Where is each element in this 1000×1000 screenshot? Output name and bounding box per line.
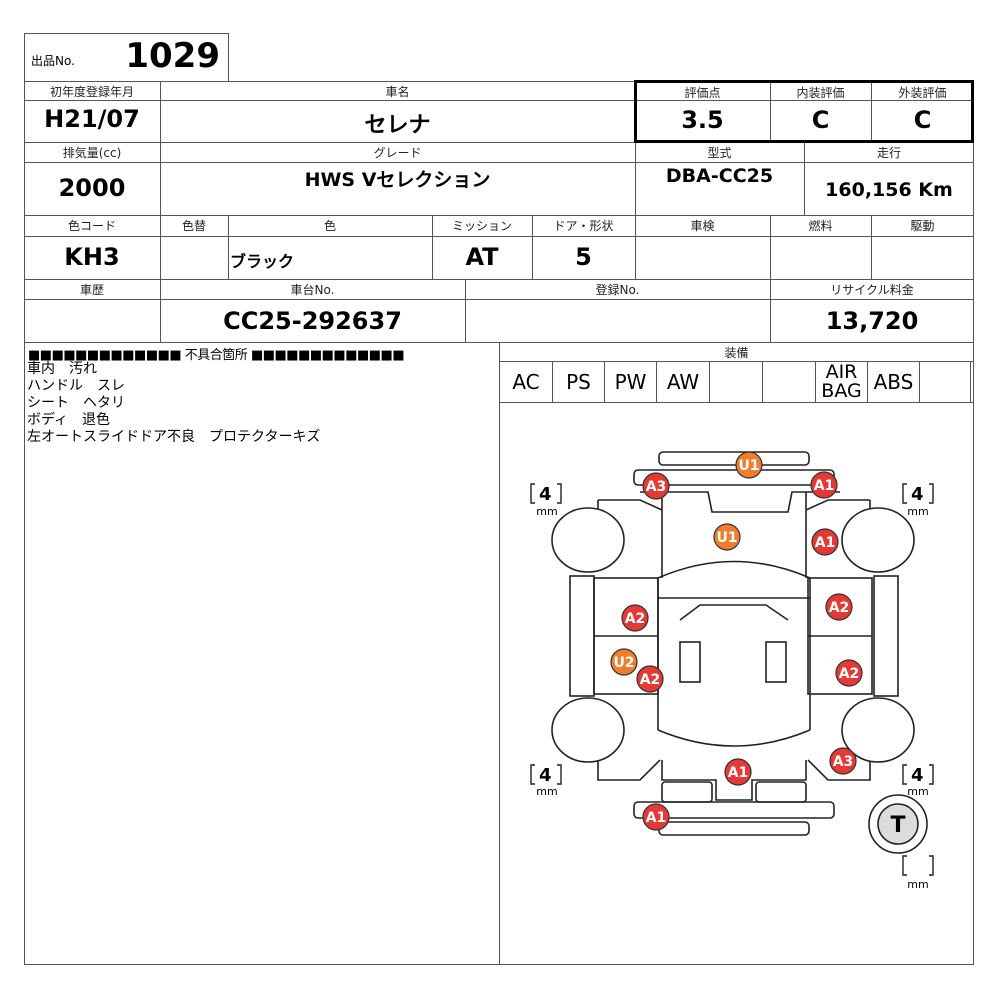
chassis-label: 車台No. bbox=[290, 283, 335, 297]
equipment-aw: AW bbox=[656, 361, 709, 402]
drive-label: 駆動 bbox=[910, 219, 935, 233]
recycle-value: 13,720 bbox=[825, 307, 919, 335]
equipment-pw: PW bbox=[604, 361, 656, 402]
interior-label: 内装評価 bbox=[796, 86, 845, 100]
mission-value: AT bbox=[465, 243, 499, 271]
equipment-ac: AC bbox=[499, 361, 552, 402]
grid-line bbox=[24, 142, 974, 143]
model-value: DBA-CC25 bbox=[665, 165, 774, 187]
fuel-label: 燃料 bbox=[808, 219, 833, 233]
equipment-airbag: AIR BAG bbox=[815, 361, 867, 402]
equipment-empty bbox=[762, 361, 815, 402]
car-name-value: セレナ bbox=[364, 113, 431, 138]
grid-line bbox=[160, 81, 161, 342]
equipment-ps: PS bbox=[552, 361, 604, 402]
grid-line bbox=[499, 342, 500, 965]
defect-line: ボディ 退色 bbox=[27, 412, 111, 428]
color-value: ブラック bbox=[230, 252, 295, 271]
grid-line bbox=[24, 299, 974, 300]
equipment-empty bbox=[709, 361, 762, 402]
mileage-value: 160,156 Km bbox=[825, 179, 953, 201]
score-label: 評価点 bbox=[684, 86, 721, 100]
grid-line bbox=[24, 236, 974, 237]
evaluation-box bbox=[634, 80, 974, 143]
model-label: 型式 bbox=[707, 146, 732, 160]
history-label: 車歴 bbox=[79, 283, 104, 297]
grid-line bbox=[499, 361, 974, 362]
equipment-empty bbox=[919, 361, 971, 402]
grade-label: グレード bbox=[373, 146, 422, 160]
lot-label: 出品No. bbox=[31, 54, 75, 68]
color-code-value: KH3 bbox=[64, 243, 120, 271]
displacement-value: 2000 bbox=[58, 174, 126, 202]
repaint-label: 色替 bbox=[181, 219, 206, 233]
inspection-label: 車検 bbox=[690, 219, 715, 233]
grid-line bbox=[24, 162, 974, 163]
car-name-label: 車名 bbox=[385, 85, 410, 99]
defect-line: 車内 汚れ bbox=[27, 361, 97, 377]
defects-header: ■■■■■■■■■■■■■ 不具合箇所 ■■■■■■■■■■■■■ bbox=[28, 348, 405, 363]
grid-line bbox=[24, 279, 974, 280]
chassis-value: CC25-292637 bbox=[223, 307, 402, 335]
equipment-abs: ABS bbox=[867, 361, 919, 402]
door-value: 5 bbox=[575, 243, 592, 271]
grid-line bbox=[871, 215, 872, 279]
exterior-label: 外装評価 bbox=[898, 86, 947, 100]
grid-line bbox=[465, 279, 466, 342]
grid-line bbox=[871, 81, 872, 142]
lot-box: 出品No. 1029 bbox=[24, 33, 229, 82]
defects-list: 車内 汚れ ハンドル スレ シート ヘタリ ボディ 退色 左オートスライドドア不… bbox=[27, 361, 320, 446]
grid-line bbox=[24, 215, 974, 216]
first-reg-value: H21/07 bbox=[44, 105, 140, 133]
exterior-value: C bbox=[913, 106, 932, 134]
first-reg-label: 初年度登録年月 bbox=[49, 85, 134, 99]
mileage-label: 走行 bbox=[876, 146, 901, 160]
grid-line bbox=[228, 215, 229, 279]
grid-line bbox=[532, 215, 533, 279]
color-code-label: 色コード bbox=[67, 219, 116, 233]
grid-line bbox=[432, 215, 433, 279]
mission-label: ミッション bbox=[451, 219, 512, 233]
color-label: 色 bbox=[323, 219, 336, 233]
reg-label: 登録No. bbox=[595, 283, 640, 297]
grid-line bbox=[770, 81, 771, 142]
equipment-header: 装備 bbox=[724, 346, 749, 360]
recycle-label: リサイクル料金 bbox=[830, 283, 914, 297]
grid-line bbox=[804, 142, 805, 215]
displacement-label: 排気量(cc) bbox=[62, 146, 122, 160]
lot-number: 1029 bbox=[125, 36, 220, 76]
grade-value: HWS Vセレクション bbox=[304, 169, 491, 191]
defect-line: ハンドル スレ bbox=[27, 378, 125, 394]
defect-line: シート ヘタリ bbox=[27, 395, 125, 411]
grid-line bbox=[499, 402, 974, 403]
door-label: ドア・形状 bbox=[553, 219, 614, 233]
score-value: 3.5 bbox=[681, 106, 724, 134]
grid-line bbox=[770, 215, 771, 342]
grid-line bbox=[24, 100, 974, 101]
grid-line bbox=[635, 81, 636, 279]
interior-value: C bbox=[811, 106, 830, 134]
defect-line: 左オートスライドドア不良 プロテクターキズ bbox=[27, 429, 321, 445]
